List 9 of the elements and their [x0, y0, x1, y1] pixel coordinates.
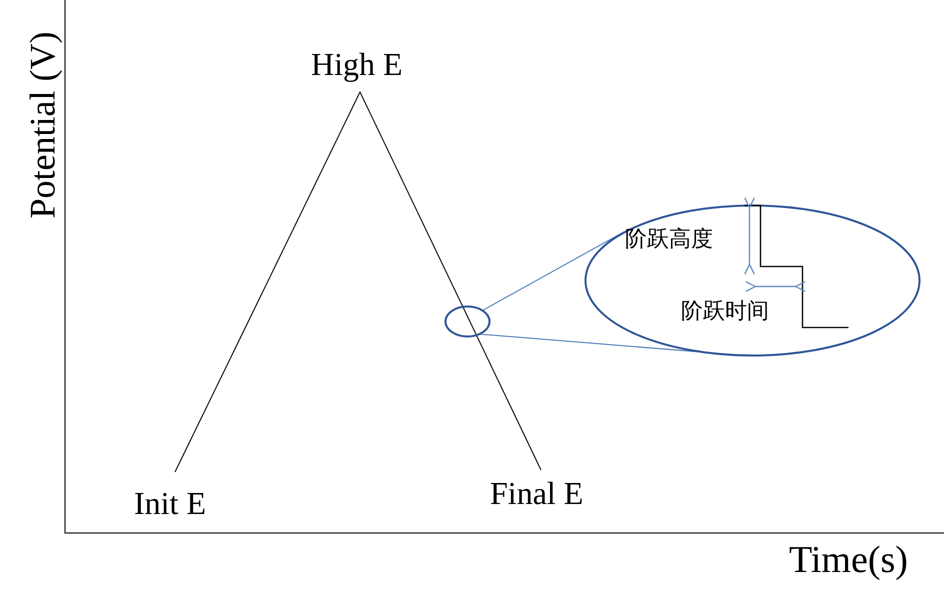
- end-label: Final E: [490, 477, 584, 509]
- axis-title: Time(s): [789, 541, 908, 579]
- annotation-text: 阶跃高度: [625, 229, 713, 251]
- connector-line: [482, 231, 625, 311]
- start-label: Init E: [134, 487, 206, 519]
- peak-label: High E: [311, 48, 403, 80]
- highlight-ellipse: [444, 304, 490, 338]
- axis-title: Potential (V): [24, 32, 60, 218]
- annotation-text: 阶跃时间: [681, 301, 769, 323]
